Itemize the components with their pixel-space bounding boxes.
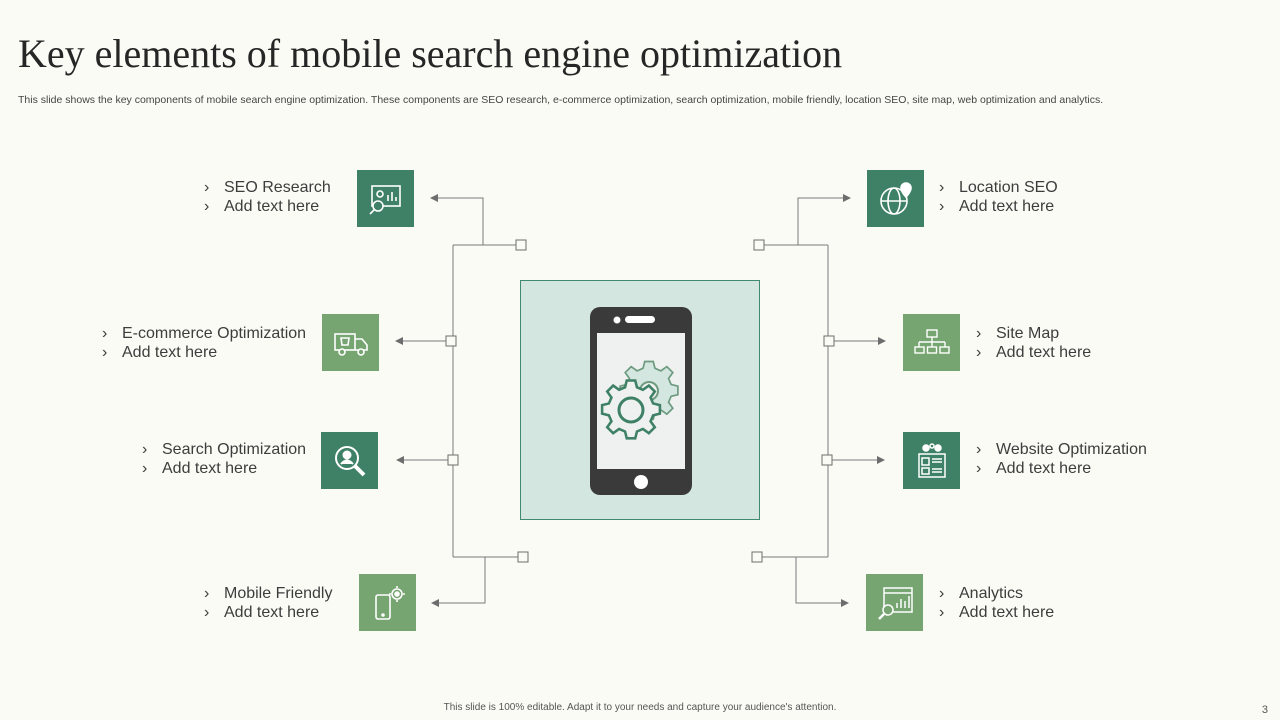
component-title: Mobile Friendly [224,585,333,602]
component-text: Add text here [996,344,1092,361]
page-title: Key elements of mobile search engine opt… [18,31,843,76]
node-square [823,335,835,347]
phone-gear-icon [359,574,416,631]
page-number: 3 [1261,704,1268,716]
component-title: Site Map [996,325,1060,342]
component-site-map: ›Site Map ›Add text here [976,325,1092,361]
component-text: Add text here [224,198,320,215]
node-square [515,239,527,251]
component-search-optimization: ›Search Optimization ›Add text here [142,441,307,477]
presentation-magnifier-icon [357,170,414,227]
branch-analytics [795,557,849,607]
node-square [517,551,529,563]
component-text: Add text here [122,344,218,361]
branch-mobile-friendly [431,557,486,607]
chart-magnifier-icon [866,574,923,631]
component-title: SEO Research [224,179,331,196]
component-title: E-commerce Optimization [122,325,307,342]
website-gears-icon [903,432,960,489]
node-square [751,551,763,563]
component-ecommerce-optimization: ›E-commerce Optimization ›Add text here [102,325,307,361]
branch-seo-research [430,194,484,245]
node-square [445,335,457,347]
component-title: Location SEO [959,179,1058,196]
component-analytics: ›Analytics ›Add text here [939,585,1055,621]
node-square [821,454,833,466]
component-seo-research: ›SEO Research ›Add text here [204,179,331,215]
component-title: Website Optimization [996,441,1147,458]
center-panel [520,280,760,520]
component-mobile-friendly: ›Mobile Friendly ›Add text here [204,585,333,621]
delivery-truck-icon [322,314,379,371]
component-text: Add text here [224,604,320,621]
page-subtitle: This slide shows the key components of m… [18,94,1104,106]
node-square [753,239,765,251]
component-text: Add text here [996,460,1092,477]
branch-location-seo [797,194,851,245]
component-text: Add text here [959,604,1055,621]
smartphone-gears-icon [590,307,692,495]
component-text: Add text here [959,198,1055,215]
component-text: Add text here [162,460,258,477]
component-location-seo: ›Location SEO ›Add text here [939,179,1058,215]
component-website-optimization: ›Website Optimization ›Add text here [976,441,1147,477]
magnifier-user-icon [321,432,378,489]
component-title: Search Optimization [162,441,307,458]
globe-pin-icon [867,170,924,227]
footer-note: This slide is 100% editable. Adapt it to… [443,702,837,713]
sitemap-icon [903,314,960,371]
node-square [447,454,459,466]
component-title: Analytics [959,585,1024,602]
